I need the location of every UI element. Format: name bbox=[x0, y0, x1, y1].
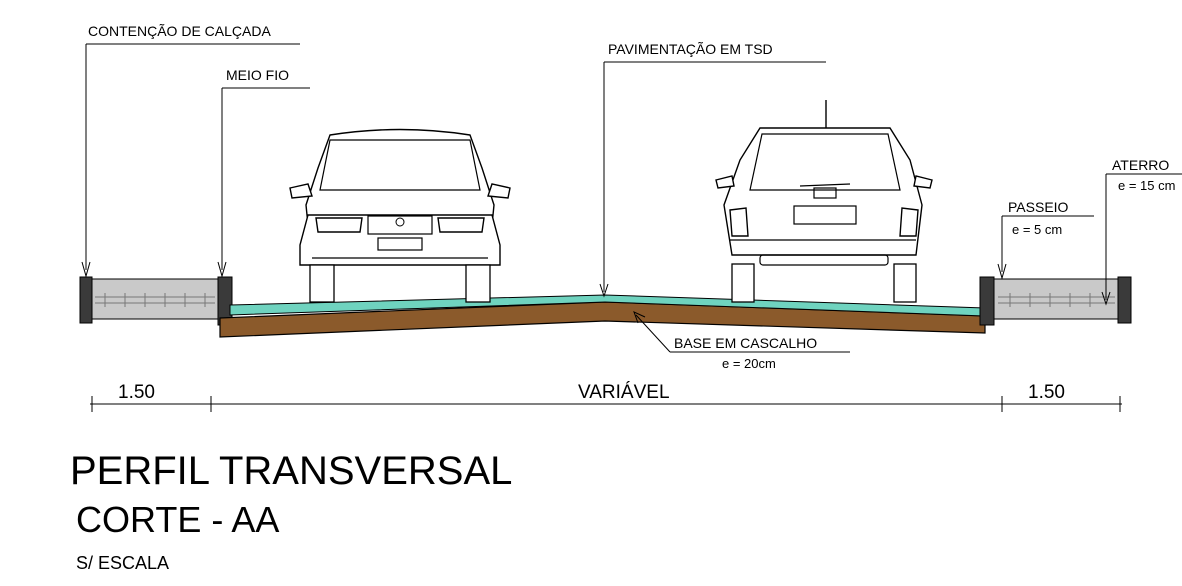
dimension-center: VARIÁVEL bbox=[578, 382, 670, 403]
dimension-left: 1.50 bbox=[118, 382, 155, 403]
label-aterro: ATERRO bbox=[1112, 157, 1169, 173]
left-sidewalk bbox=[79, 276, 233, 326]
car-front-icon bbox=[289, 128, 511, 303]
label-base-thickness: e = 20cm bbox=[722, 356, 776, 371]
leader-aterro bbox=[1101, 173, 1182, 306]
title-scale: S/ ESCALA bbox=[76, 553, 169, 573]
leader-pavimentacao bbox=[599, 61, 826, 298]
label-contencao: CONTENÇÃO DE CALÇADA bbox=[88, 23, 271, 39]
label-base: BASE EM CASCALHO bbox=[674, 335, 817, 351]
leader-meio-fio bbox=[217, 87, 310, 278]
dimension-right: 1.50 bbox=[1028, 382, 1065, 403]
dimension-line bbox=[90, 396, 1122, 412]
label-passeio-thickness: e = 5 cm bbox=[1012, 222, 1062, 237]
label-pavimentacao: PAVIMENTAÇÃO EM TSD bbox=[608, 41, 773, 57]
leader-base bbox=[633, 311, 850, 353]
label-aterro-thickness: e = 15 cm bbox=[1118, 178, 1175, 193]
label-meio-fio: MEIO FIO bbox=[226, 67, 289, 83]
right-sidewalk bbox=[979, 276, 1132, 326]
title-line2: CORTE - AA bbox=[76, 499, 279, 540]
title-line1: PERFIL TRANSVERSAL bbox=[70, 449, 512, 493]
car-rear-icon bbox=[715, 100, 933, 303]
leader-contencao bbox=[81, 43, 300, 278]
leader-passeio bbox=[997, 215, 1094, 280]
label-passeio: PASSEIO bbox=[1008, 199, 1069, 215]
